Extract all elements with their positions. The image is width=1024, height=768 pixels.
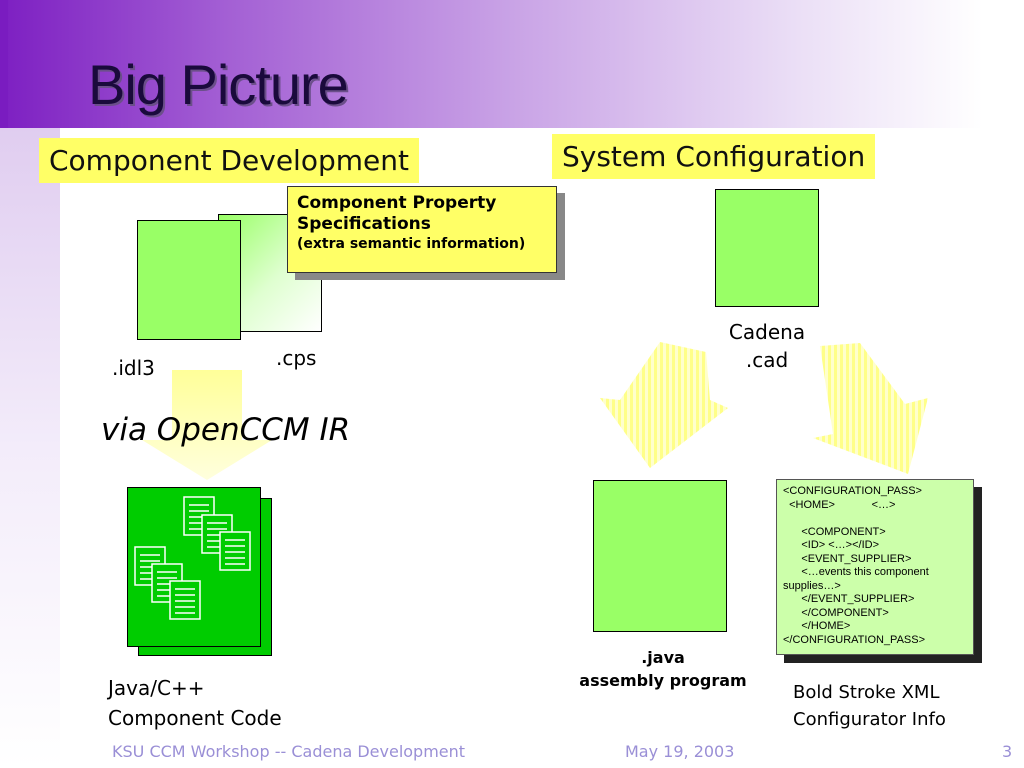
xml-line: <COMPONENT> <box>783 525 886 538</box>
xml-line: <…events this component <box>783 566 929 578</box>
xml-label: Bold Stroke XML Configurator Info <box>793 679 946 733</box>
arrow-down-left-icon <box>600 342 728 468</box>
cps-label: .cps <box>276 346 317 370</box>
xml-line: </EVENT_SUPPLIER> <box>783 593 915 605</box>
component-development-label: Component Development <box>39 138 419 183</box>
arrow-down-icon <box>142 370 272 480</box>
property-spec-line2: Specifications <box>297 214 431 234</box>
xml-line <box>783 512 967 526</box>
xml-line: </CONFIGURATION_PASS> <box>783 633 926 646</box>
xml-line: supplies…> <box>783 579 841 592</box>
property-spec-line3: (extra semantic information) <box>297 236 526 252</box>
code-page-icon <box>169 580 201 620</box>
header-edge <box>0 0 8 128</box>
property-spec-callout: Component Property Specifications (extra… <box>287 186 557 273</box>
cadena-document <box>715 189 819 307</box>
xml-line: <CONFIGURATION_PASS> <box>783 485 922 497</box>
code-label: Java/C++ Component Code <box>108 673 282 733</box>
xml-line: <EVENT_SUPPLIER> <box>783 552 912 565</box>
system-configuration-label: System Configuration <box>552 134 876 179</box>
java-label-line1: .java <box>641 648 685 667</box>
property-spec-line1: Component Property <box>297 193 497 213</box>
header-band <box>0 0 1024 128</box>
xml-line: <HOME> <…> <box>783 498 896 511</box>
xml-line: </HOME> <box>783 620 851 632</box>
java-document <box>593 480 727 632</box>
cadena-label-line1: Cadena <box>728 320 806 344</box>
code-label-line2: Component Code <box>108 706 282 730</box>
code-page-icon <box>219 531 251 571</box>
xml-line: </COMPONENT> <box>783 606 889 619</box>
side-band <box>0 128 60 768</box>
via-openccm-label: via OpenCCM IR <box>101 412 351 448</box>
footer-page-number: 3 <box>1002 742 1013 761</box>
xml-label-line1: Bold Stroke XML <box>793 682 940 703</box>
code-pages-layer <box>134 496 251 620</box>
arrow-down-right-icon <box>813 343 928 474</box>
cadena-label-line2: .cad <box>745 348 789 372</box>
cadena-label: Cadena .cad <box>700 318 834 374</box>
java-label-line2: assembly program <box>579 671 747 690</box>
java-label: .java assembly program <box>560 646 766 692</box>
footer-left: KSU CCM Workshop -- Cadena Development <box>112 742 466 761</box>
footer-date: May 19, 2003 <box>625 742 735 761</box>
code-label-line1: Java/C++ <box>108 676 205 700</box>
idl3-label: .idl3 <box>112 356 155 380</box>
xml-config-box: <CONFIGURATION_PASS> <HOME> <…> <COMPONE… <box>776 479 974 655</box>
slide-title: Big Picture <box>88 53 349 116</box>
xml-line: <ID> <…></ID> <box>783 539 879 551</box>
xml-label-line2: Configurator Info <box>793 709 946 730</box>
idl3-document <box>137 220 241 340</box>
